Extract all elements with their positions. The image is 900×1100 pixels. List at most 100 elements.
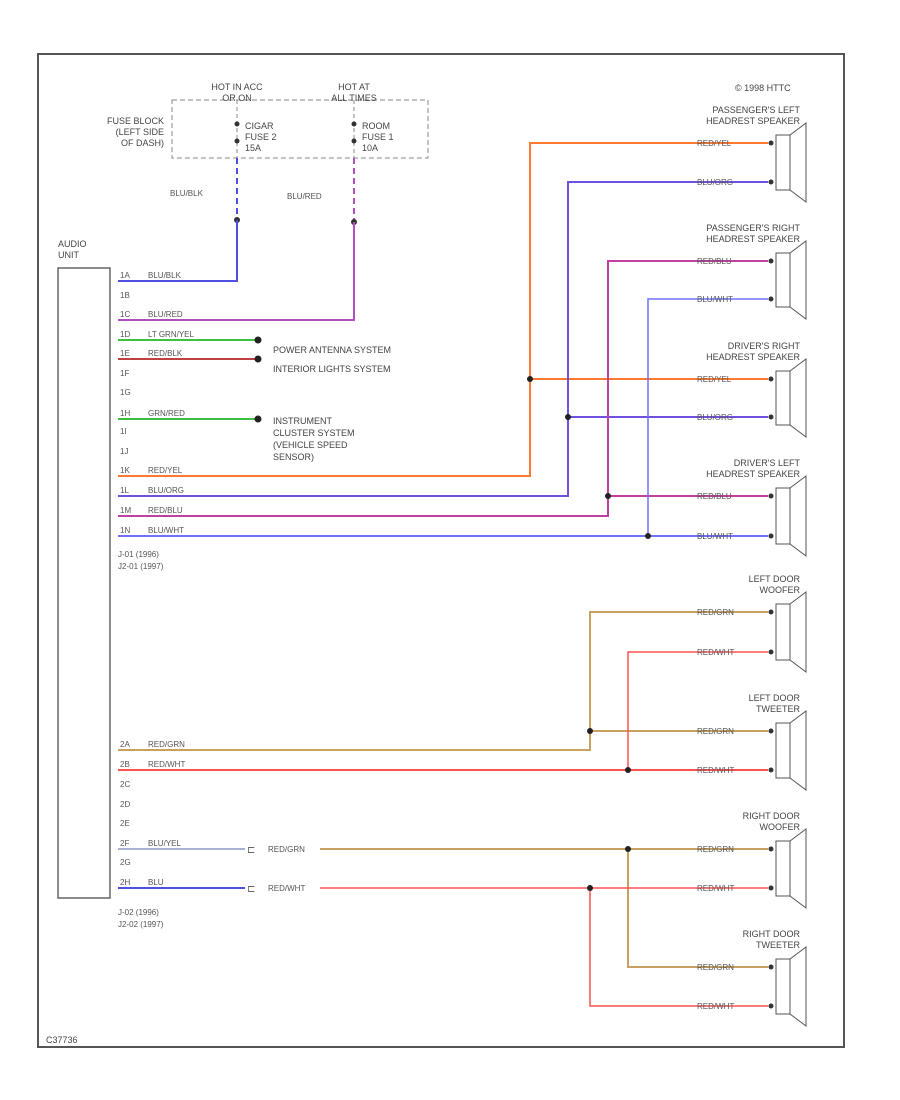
speaker-terminal <box>768 767 774 773</box>
speaker-name-line: HEADREST SPEAKER <box>706 234 800 244</box>
speaker-wire-label: RED/GRN <box>697 845 734 854</box>
speaker-terminal <box>768 609 774 615</box>
interior-lights-label: INTERIOR LIGHTS SYSTEM <box>273 364 391 374</box>
wire-blu-red <box>118 222 355 321</box>
speaker-wire-label: RED/GRN <box>697 963 734 972</box>
fuse-1-line-3: 15A <box>245 143 261 153</box>
pin-wire-label: BLU/YEL <box>148 839 181 848</box>
speaker-name-line: WOOFER <box>760 822 801 832</box>
connector-pin-2: ⊏ <box>247 884 255 895</box>
pin-wire-label: RED/BLK <box>148 349 183 358</box>
speaker-terminal <box>768 885 774 891</box>
pin-2H: 2H <box>120 878 130 887</box>
pin-wire-label: LT GRN/YEL <box>148 330 194 339</box>
pin-wire-label: RED/BLU <box>148 506 183 515</box>
speaker-name-line: TWEETER <box>756 704 800 714</box>
pin-2E: 2E <box>120 819 130 828</box>
pin-wire-label: RED/YEL <box>148 466 183 475</box>
svg-text:J-02 (1996)J2-02 (1997): J-02 (1996)J2-02 (1997) <box>118 908 164 929</box>
pin-1L: 1L <box>120 486 129 495</box>
pin-2C: 2C <box>120 780 130 789</box>
wire-red-blu-main <box>118 260 768 517</box>
fuse-block-label-2: (LEFT SIDE <box>116 127 164 137</box>
instrument-label-1: INSTRUMENT <box>273 416 332 426</box>
wire-blu-blk <box>118 220 238 282</box>
pin-1G: 1G <box>120 388 131 397</box>
connector-b-1996: J-02 (1996) <box>118 908 159 917</box>
speaker-terminal <box>768 649 774 655</box>
pin-wire-label: GRN/RED <box>148 409 185 418</box>
pin-wire-label: BLU/WHT <box>148 526 184 535</box>
speaker-terminal <box>768 140 774 146</box>
speaker-cone-icon <box>789 828 807 909</box>
feed-wire-label-2: BLU/RED <box>287 192 322 201</box>
hot-label-2b: ALL TIMES <box>331 93 377 103</box>
pin-1H: 1H <box>120 409 130 418</box>
pin-wire-label: BLU/BLK <box>148 271 182 280</box>
speaker-cone-icon <box>789 710 807 791</box>
speaker-icon <box>775 722 791 779</box>
speaker-name-line: PASSENGER'S LEFT <box>712 105 800 115</box>
audio-unit-box <box>57 267 111 899</box>
speaker-icon <box>775 134 791 191</box>
audio-unit-label-1: AUDIO <box>58 239 87 249</box>
connector-pin-1: ⊏ <box>247 845 255 856</box>
speaker-terminal <box>768 533 774 539</box>
pin-2G: 2G <box>120 858 131 867</box>
fuse-2-line-3: 10A <box>362 143 378 153</box>
pin-1B: 1B <box>120 291 130 300</box>
pin-wire-label: BLU/RED <box>148 310 183 319</box>
speaker-name-line: DRIVER'S LEFT <box>734 458 801 468</box>
connector-a-1997: J2-01 (1997) <box>118 562 164 571</box>
pin-2A: 2A <box>120 740 130 749</box>
figure-id: C37736 <box>46 1035 78 1045</box>
pin-1N: 1N <box>120 526 130 535</box>
pin-1M: 1M <box>120 506 131 515</box>
hot-label-1a: HOT IN ACC <box>211 82 263 92</box>
speaker-terminal <box>768 179 774 185</box>
speaker-icon <box>775 487 791 545</box>
speaker-cone-icon <box>789 122 807 203</box>
pin-1C: 1C <box>120 310 130 319</box>
speaker-cone-icon <box>789 240 807 320</box>
pin-wire-label: BLU <box>148 878 164 887</box>
pin-wire-label: RED/GRN <box>148 740 185 749</box>
speaker-name-line: TWEETER <box>756 940 800 950</box>
pin-wire-label: RED/WHT <box>148 760 185 769</box>
speaker-terminal <box>768 964 774 970</box>
speaker-wire-label: RED/YEL <box>697 139 732 148</box>
pin-1D: 1D <box>120 330 130 339</box>
speaker-cone-icon <box>789 591 807 673</box>
pin-1I: 1I <box>120 427 127 436</box>
fuse-1-line-2: FUSE 2 <box>245 132 277 142</box>
speaker-name-line: LEFT DOOR <box>749 574 801 584</box>
speaker-wire-label: RED/GRN <box>697 727 734 736</box>
speaker-wire-label: BLU/WHT <box>697 295 733 304</box>
speaker-wire-label: RED/WHT <box>697 1002 734 1011</box>
power-antenna-label: POWER ANTENNA SYSTEM <box>273 345 391 355</box>
speaker-wire-label: BLU/WHT <box>697 532 733 541</box>
speaker-name-line: HEADREST SPEAKER <box>706 352 800 362</box>
wire-blu-org-main <box>118 181 768 497</box>
pin-2B: 2B <box>120 760 130 769</box>
spliced-wire-label-1: RED/GRN <box>268 845 305 854</box>
speaker-terminal <box>768 258 774 264</box>
speaker-wire-label: RED/BLU <box>697 492 732 501</box>
